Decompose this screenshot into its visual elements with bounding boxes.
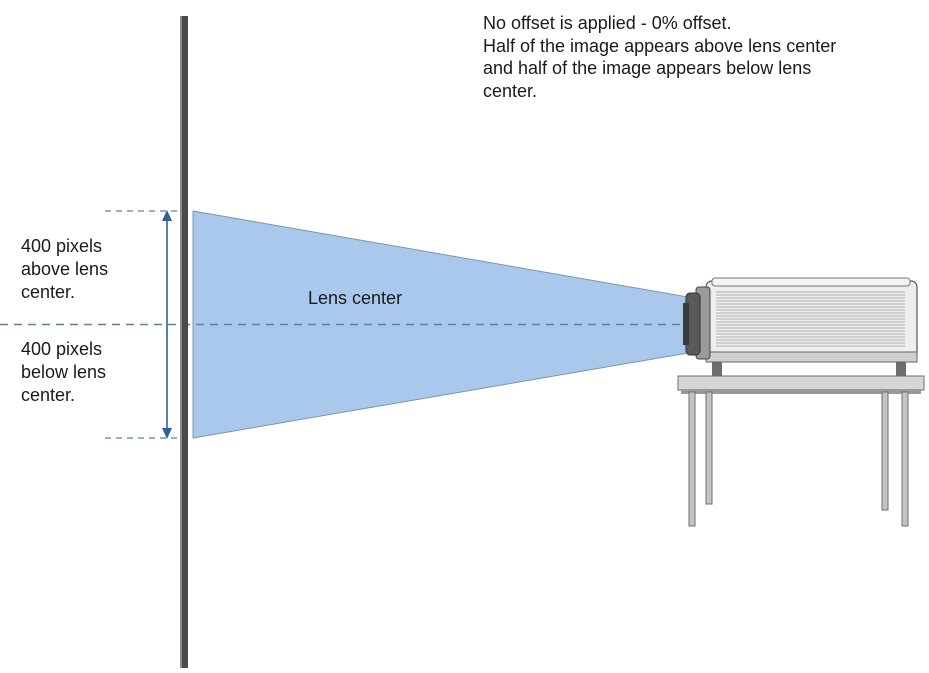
lens-center-label: Lens center	[308, 288, 403, 308]
projector-table	[677, 375, 925, 527]
label-line: below lens	[21, 362, 107, 382]
label-line: 400 pixels	[21, 236, 103, 256]
caption-line: No offset is applied - 0% offset.	[483, 13, 732, 33]
projector-vents	[716, 291, 905, 347]
caption-line: Half of the image appears above lens cen…	[483, 35, 837, 56]
caption-line: center.	[483, 80, 538, 101]
label-line: center.	[21, 385, 76, 405]
above-lens-label: 400 pixels above lens center.	[21, 235, 171, 304]
projection-screen	[182, 16, 188, 668]
height-arrow	[162, 210, 172, 439]
arrow-up-head	[162, 210, 172, 221]
label-line: 400 pixels	[21, 339, 103, 359]
label-line: center.	[21, 282, 76, 302]
label-line: above lens	[21, 259, 109, 279]
arrow-down-head	[162, 428, 172, 439]
below-lens-label: 400 pixels below lens center.	[21, 338, 171, 407]
projector	[683, 277, 918, 376]
caption-line: and half of the image appears below lens	[483, 58, 812, 78]
caption: No offset is applied - 0% offset. Half o…	[483, 12, 923, 102]
